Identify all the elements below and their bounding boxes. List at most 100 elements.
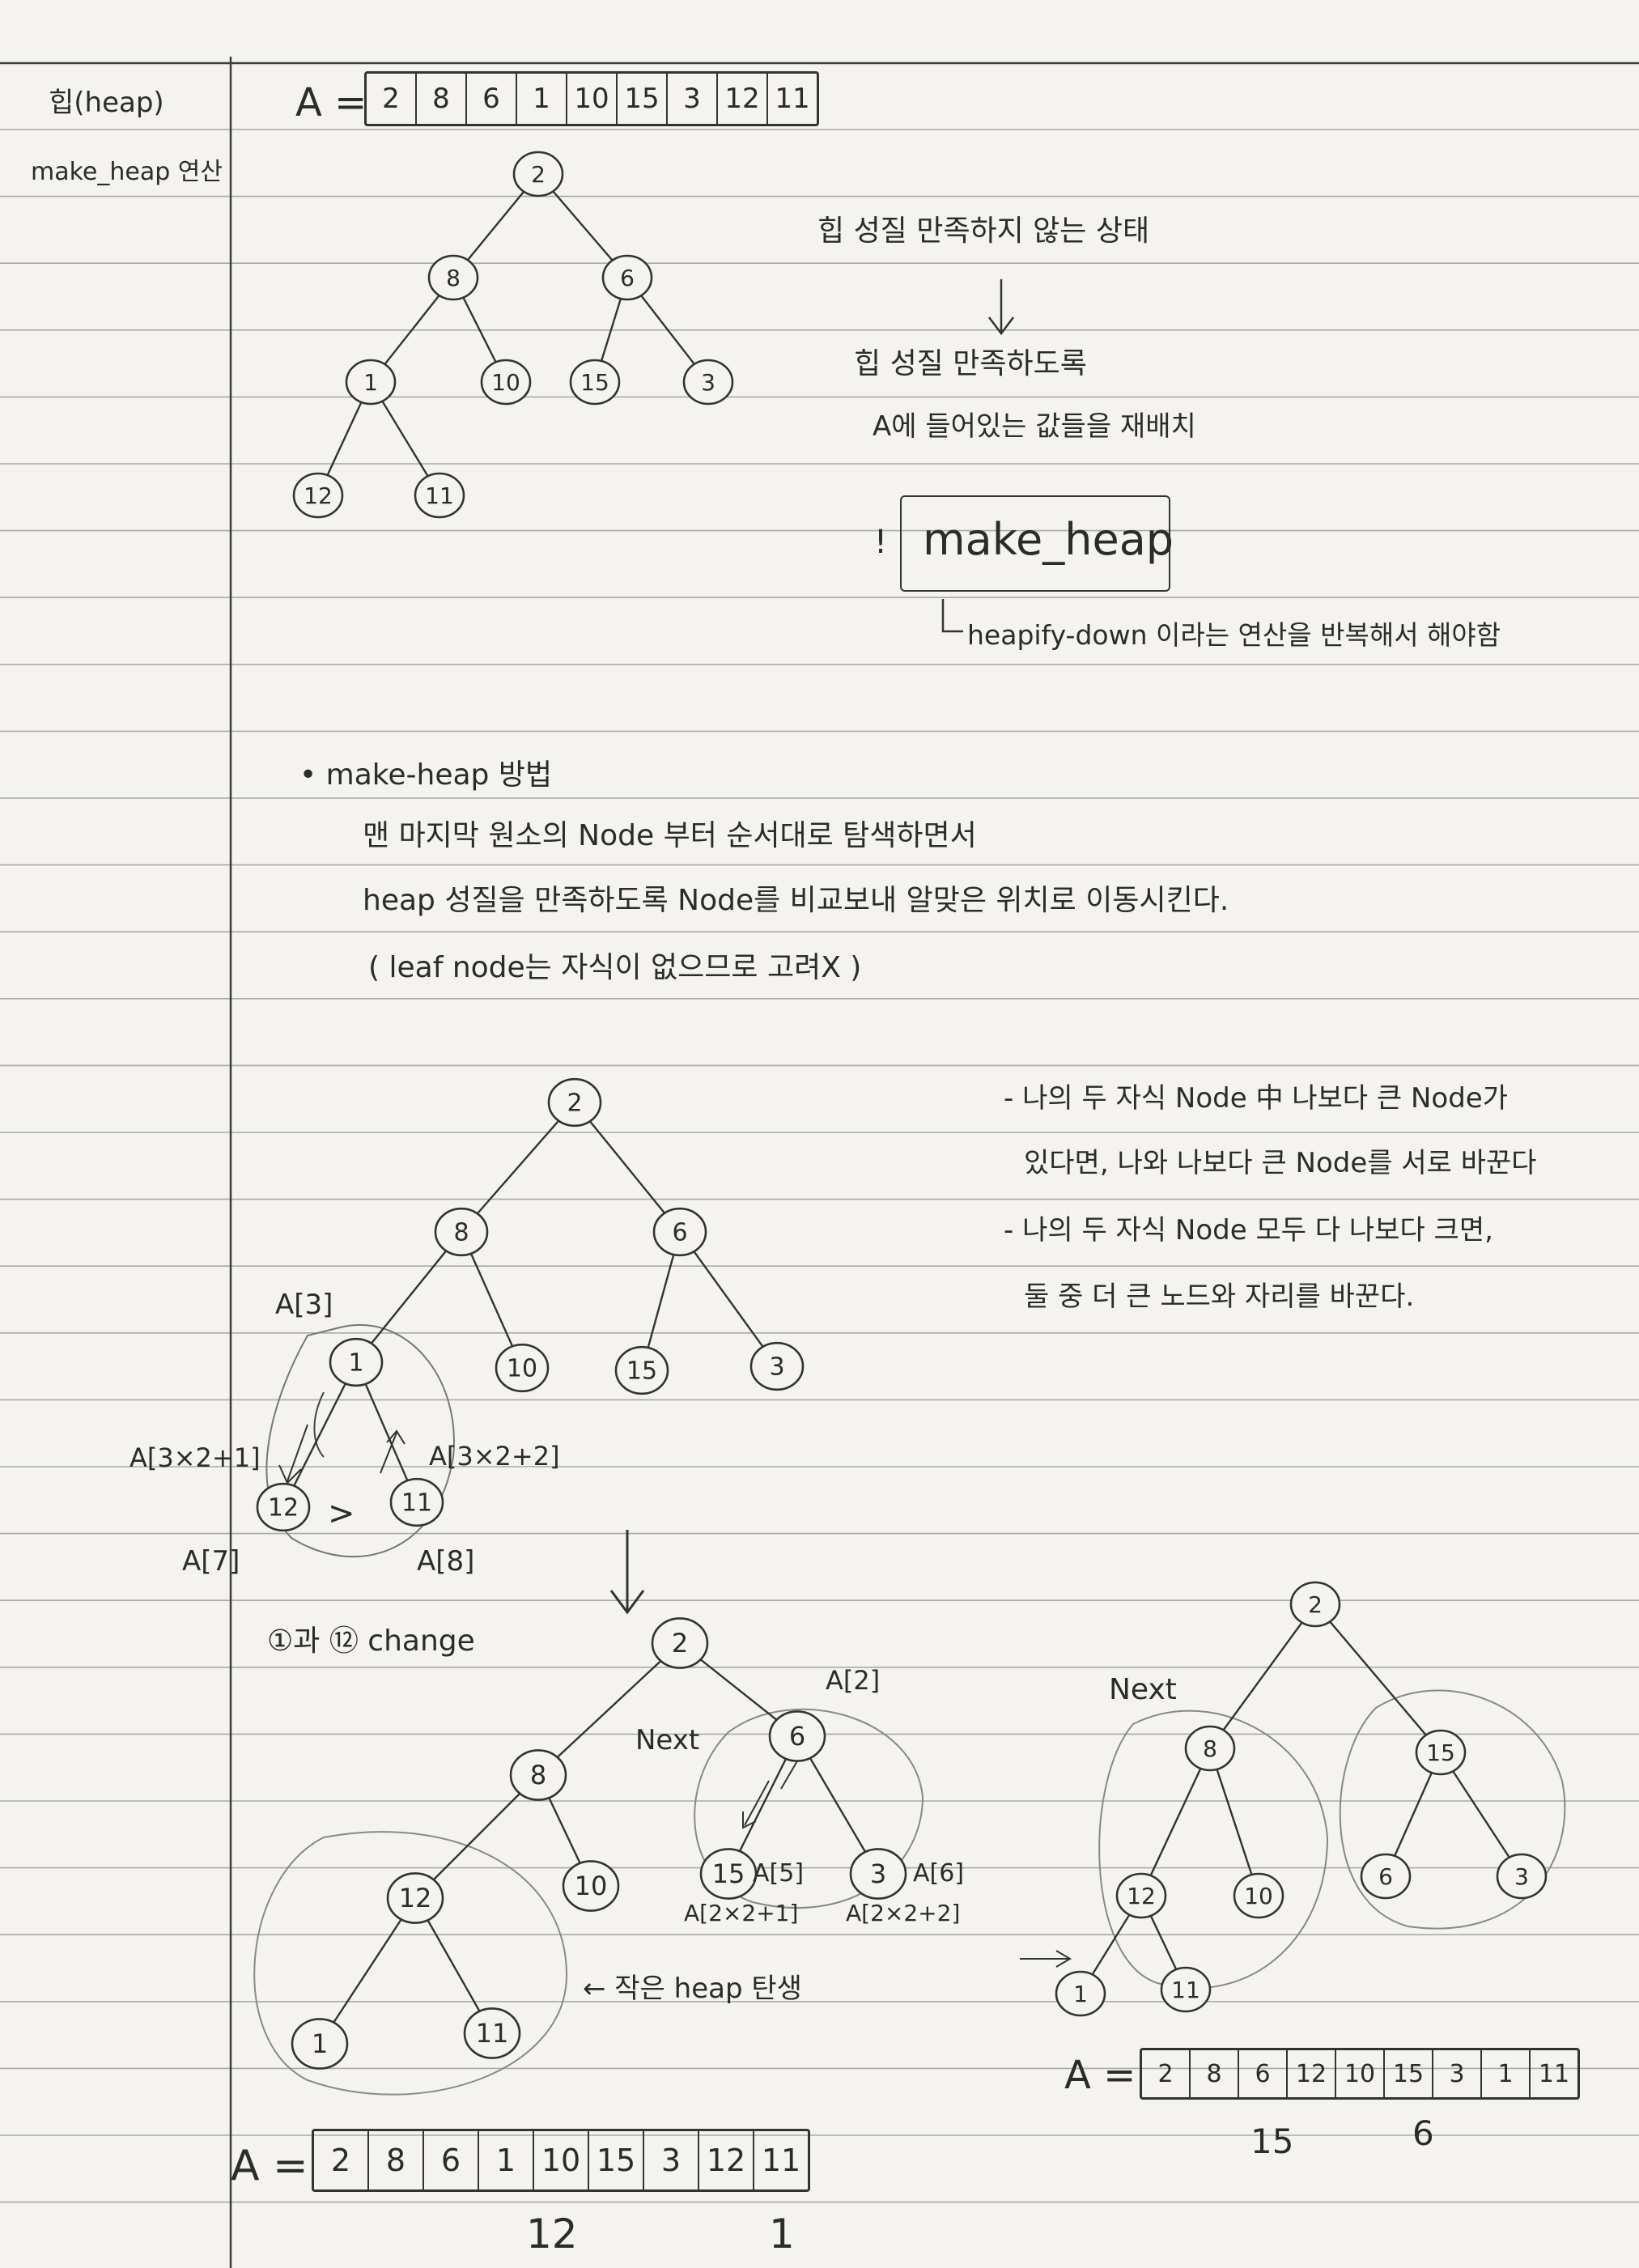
tree-node-label: 15 <box>712 1858 745 1889</box>
tree-node-circle <box>601 254 653 301</box>
small-heap-circle <box>253 1831 568 2096</box>
tree-node-label: 1 <box>348 1349 363 1378</box>
note-not-heap: 힙 성질 만족하지 않는 상태 <box>817 214 1150 248</box>
tree-node-label: 11 <box>1171 1977 1200 2003</box>
array-cell: 6 <box>465 74 516 124</box>
tree-node-label: 10 <box>507 1355 537 1383</box>
tree-node-label: 11 <box>401 1489 432 1518</box>
method-line2: heap 성질을 만족하도록 Node를 비교보내 알맞은 위치로 이동시킨다. <box>363 884 1229 917</box>
tree-node-circle <box>1055 1970 1106 2017</box>
label-next-step2: Next <box>635 1724 700 1756</box>
tree-node-circle <box>682 359 734 406</box>
tree-node-label: 6 <box>620 265 635 291</box>
tree-node-circle <box>480 359 532 406</box>
tree-node-circle <box>512 151 564 197</box>
step2-array-label: A = <box>231 2142 308 2190</box>
tree-node-circle <box>427 254 479 301</box>
label-a6: A[6] <box>913 1859 965 1888</box>
array-cell: 15 <box>588 2131 643 2189</box>
tree-node-circle <box>509 1749 567 1801</box>
step3-under-2: 6 <box>1412 2113 1434 2153</box>
tree-node-circle <box>849 1848 907 1900</box>
note-exclaim: ! <box>874 524 888 561</box>
label-a7: A[7] <box>182 1545 240 1578</box>
tree-node-circle <box>699 1848 758 1900</box>
tree-edge <box>282 1361 358 1508</box>
tree-node-label: 3 <box>870 1858 886 1889</box>
tree-node-label: 3 <box>701 369 715 396</box>
tree-node-label: 12 <box>1127 1883 1156 1909</box>
tree-node-circle <box>463 2007 521 2059</box>
step3-under-1: 15 <box>1250 2121 1294 2161</box>
tree-node-circle <box>345 359 397 406</box>
tree-edge <box>796 1735 880 1875</box>
subtree-highlight-circle <box>265 1323 455 1557</box>
tree-node-label: 11 <box>425 482 454 509</box>
tree-node-circle <box>1233 1872 1284 1919</box>
label-a2x2plus1: A[2×2+1] <box>684 1900 799 1926</box>
tree-node-circle <box>749 1341 805 1391</box>
array-cell: 2 <box>330 2143 351 2178</box>
make-heap-bracket <box>941 599 963 633</box>
array-cell: 8 <box>415 74 465 124</box>
tree-node-circle <box>547 1077 602 1128</box>
tree-node-circle <box>1415 1729 1467 1776</box>
tree-edge <box>318 1897 417 2045</box>
top-array-label: A = <box>295 80 367 125</box>
tree-node-label: 3 <box>769 1353 784 1382</box>
tree-node-circle <box>414 472 465 519</box>
array-cell: 10 <box>566 74 616 124</box>
rule-1a: - 나의 두 자식 Node 中 나보다 큰 Node가 <box>1004 1082 1508 1115</box>
tree-node-label: 6 <box>789 1721 805 1752</box>
array-cell: 11 <box>766 74 817 124</box>
tree-edge <box>1439 1752 1523 1877</box>
label-left-child: A[3×2+1] <box>130 1442 261 1473</box>
array-cell: 11 <box>753 2131 808 2189</box>
array-cell: 1 <box>516 74 566 124</box>
step3-annotations <box>1098 1689 1566 1990</box>
tree-edge <box>1140 1748 1212 1896</box>
step2-under-1: 12 <box>526 2211 578 2257</box>
tree-node-label: 10 <box>1244 1883 1273 1909</box>
label-a2: A[2] <box>826 1665 881 1696</box>
note-heapify-down: heapify-down 이라는 연산을 반복해서 해야함 <box>967 619 1501 651</box>
array-cell: 15 <box>616 74 666 124</box>
rule-1b: 있다면, 나와 나보다 큰 Node를 서로 바꾼다 <box>1024 1147 1537 1179</box>
tree-node-circle <box>768 1710 826 1762</box>
tree-node-label: 8 <box>1203 1735 1217 1762</box>
array-cell: 6 <box>422 2131 478 2189</box>
tree-node-circle <box>569 359 621 406</box>
tree-edge <box>1209 1603 1316 1749</box>
tree-node-label: 11 <box>476 2018 509 2049</box>
down-arrow-notes <box>988 279 1014 336</box>
note-rearrange: A에 들어있는 값들을 재배치 <box>873 410 1196 443</box>
tree-node-label: 15 <box>580 369 609 396</box>
tree-node-circle <box>1289 1581 1341 1628</box>
array-cell: 6 <box>1238 2050 1286 2097</box>
margin-title: 힙(heap) <box>49 87 164 119</box>
label-a2x2plus2: A[2×2+2] <box>846 1900 961 1926</box>
array-cell: 12 <box>1286 2050 1335 2097</box>
tree-node-label: 2 <box>567 1089 582 1118</box>
array-cell: 3 <box>643 2131 698 2189</box>
array-cell: 2 <box>382 83 400 115</box>
tree-node-circle <box>1184 1725 1236 1772</box>
tree-node-circle <box>1496 1853 1548 1900</box>
tree-edge <box>679 1231 778 1367</box>
tree-node-label: 6 <box>1378 1863 1393 1890</box>
tree-node-circle <box>1115 1872 1167 1919</box>
tree-node-label: 1 <box>363 369 378 396</box>
tree-edge <box>537 1642 681 1776</box>
label-a3: A[3] <box>275 1289 333 1321</box>
tree-edge <box>574 1102 681 1233</box>
array-cell: 10 <box>1335 2050 1383 2097</box>
compare-arrow-curve <box>313 1391 325 1458</box>
tree-node-label: 8 <box>446 265 461 291</box>
tree-edge <box>355 1231 462 1363</box>
